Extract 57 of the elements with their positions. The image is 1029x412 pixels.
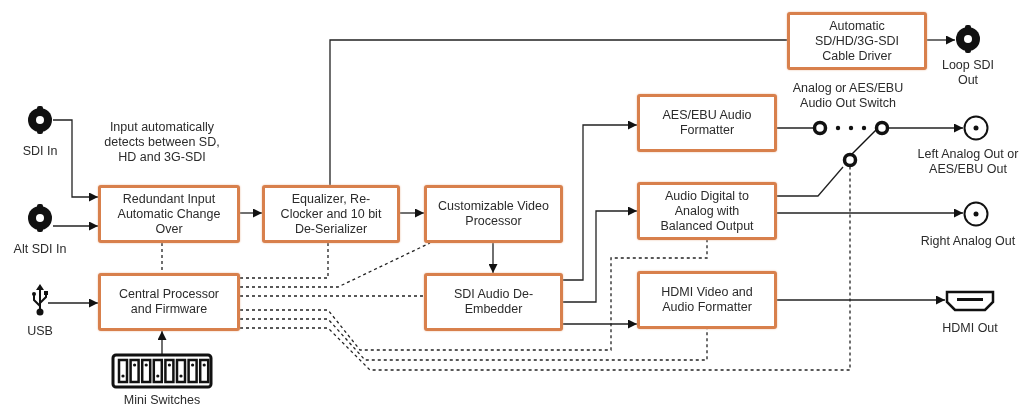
audio-jack-icon [963,115,989,141]
port-label: Right Analog Out [919,234,1017,249]
dashed-connector [239,239,708,351]
port-label: Left Analog Out or AES/EBU Out [916,147,1020,177]
process-box [98,185,240,243]
bnc-connector-icon [955,25,981,53]
box-label: Equalizer, Re-Clocker and 10 bit De-Serializer [279,191,383,237]
process-box [262,185,400,243]
arrow [776,208,964,218]
port-label: USB [26,324,54,339]
box-label: Central Processor and Firmware [117,287,220,317]
port-label: Alt SDI In [12,242,68,257]
dashed-connector [239,318,708,361]
arrow [562,120,638,281]
process-box [424,185,563,243]
arrow [776,295,946,305]
arrow [926,35,956,45]
box-label: AES/EBU Audio Formatter [661,108,753,138]
box-label: Audio Digital to Analog with Balanced Output [659,188,755,234]
arrow [52,119,99,202]
port-label: Analog or AES/EBU Audio Out Switch [791,81,905,111]
hdmi-port-icon [945,290,995,312]
port-label: SDI In [21,144,59,159]
dashed-connector [239,166,851,371]
dip-switch-icon [112,354,212,388]
arrow [157,330,167,355]
process-box [424,273,563,331]
process-box [787,12,927,70]
arrow [47,298,99,308]
dashed-connector [239,242,431,288]
process-box [637,271,777,329]
note-text: Input automatically detects between SD, HD and 3G-SDI [103,120,221,165]
bnc-connector-icon [27,204,53,232]
arrow [888,123,964,133]
arrow [52,221,99,231]
process-box [637,94,777,152]
port-label: Mini Switches [122,393,202,408]
process-box [637,182,777,240]
audio-jack-icon [963,201,989,227]
arrow [562,206,638,303]
arrow [488,242,498,274]
arrow [239,208,263,218]
box-label: HDMI Video and Audio Formatter [660,285,754,315]
process-box [98,273,240,331]
dashed-connector [239,295,425,297]
port-label: HDMI Out [941,321,999,336]
box-label: Automatic SD/HD/3G-SDI Cable Driver [813,18,900,64]
box-label: SDI Audio De-Embedder [452,287,535,317]
box-label: Customizable Video Processor [437,199,550,229]
bnc-connector-icon [27,106,53,134]
audio-switch-icon [813,121,889,167]
arrow [399,208,425,218]
port-label: Loop SDI Out [940,58,996,88]
usb-icon [32,284,48,316]
box-label: Redundant Input Automatic Change Over [116,191,222,237]
arrow [562,319,638,329]
dashed-connector [239,242,329,279]
